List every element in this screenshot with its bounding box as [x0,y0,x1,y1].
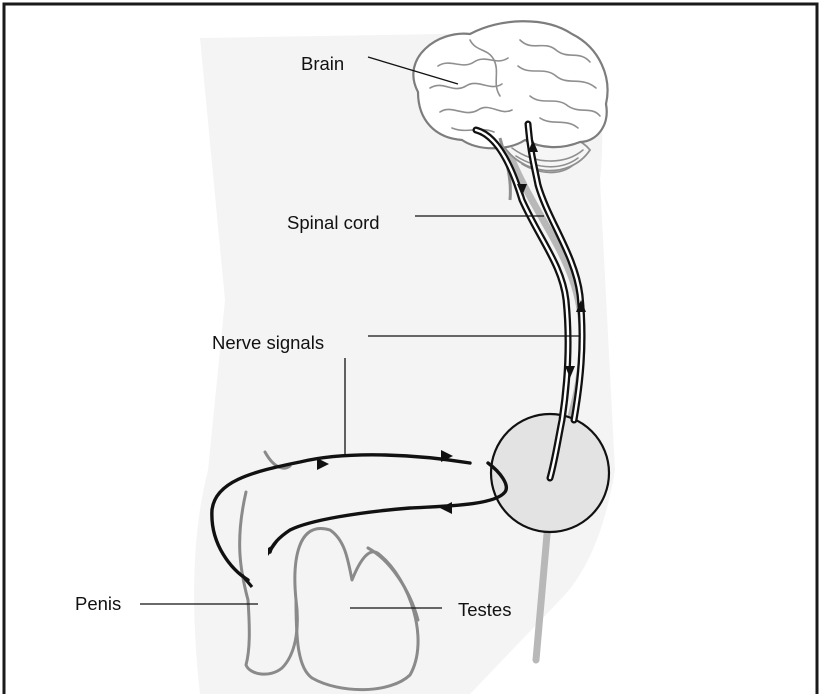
nerve-signals-label: Nerve signals [212,332,324,353]
spinal-cord-label: Spinal cord [287,212,380,233]
penis-label: Penis [75,593,121,614]
brain-label: Brain [301,53,344,74]
cerebrum [413,21,607,148]
testes-label: Testes [458,599,511,620]
